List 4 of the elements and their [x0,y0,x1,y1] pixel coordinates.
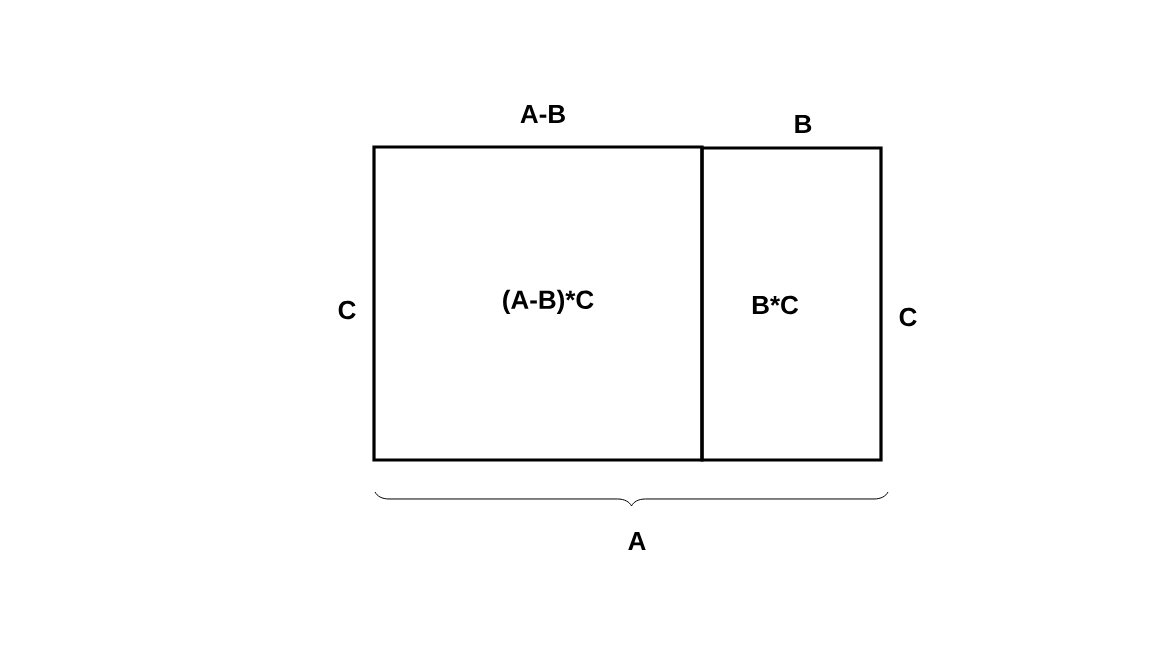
dimension-label: A-B [520,105,565,123]
area-box: (A-B)*C [372,145,704,462]
dimension-label: A [628,532,646,550]
area-box: B*C [700,146,883,462]
